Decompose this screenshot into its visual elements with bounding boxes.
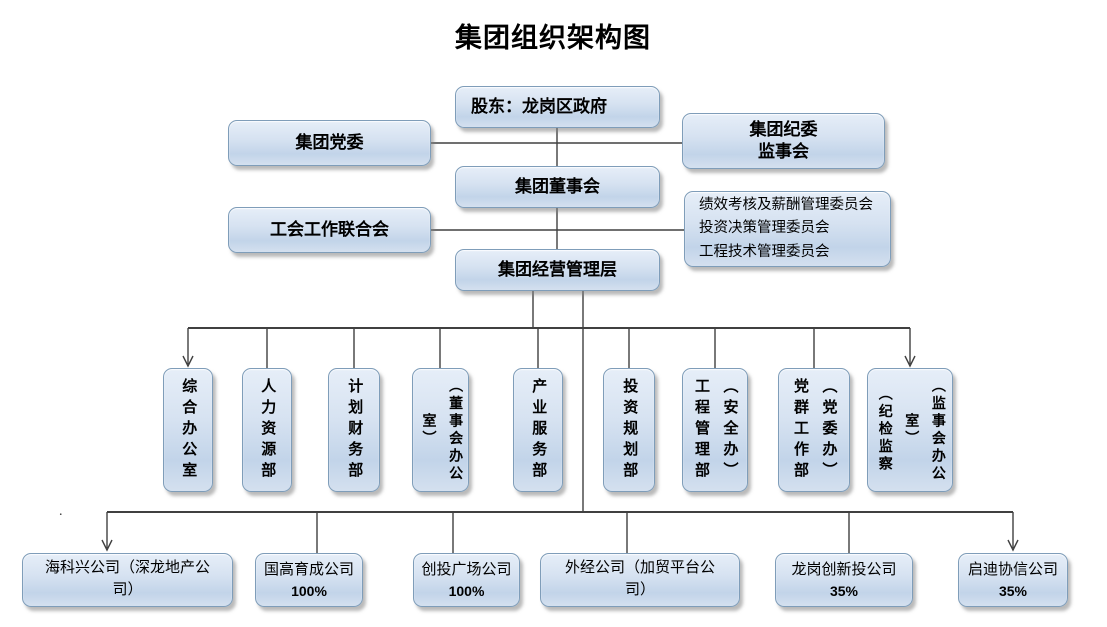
company-guogao-yucheng: 国高育成公司 100% — [255, 553, 363, 607]
management-committees-box: 绩效考核及薪酬管理委员会 投资决策管理委员会 工程技术管理委员会 — [684, 191, 891, 267]
company-name: 外经公司（加贸平台公 司） — [564, 560, 715, 598]
company-waijing: 外经公司（加贸平台公 司） — [540, 553, 740, 607]
company-ownership-pct: 100% — [291, 582, 327, 599]
company-name: 创投广场公司 — [421, 562, 512, 579]
dept-engineering-management-safety-office: 工程管理部 （安全办） — [682, 368, 748, 492]
dept-discipline-inspection-supervisory-office: （监事会办公 室） （纪检监察 — [867, 368, 953, 492]
union-federation-box: 工会工作联合会 — [228, 207, 431, 253]
dept-party-mass-work: 党群工作部 （党委办） — [778, 368, 850, 492]
company-ownership-pct: 35% — [998, 582, 1028, 599]
company-longgang-innovation-investment: 龙岗创新投公司 35% — [775, 553, 913, 607]
company-ownership-pct: 35% — [829, 582, 859, 599]
party-committee-box: 集团党委 — [228, 120, 431, 166]
dept-investment-planning: 投资规划部 — [603, 368, 655, 492]
operating-management-box: 集团经营管理层 — [455, 249, 660, 291]
board-of-directors-box: 集团董事会 — [455, 166, 660, 208]
dept-planning-finance: 计划财务部 — [328, 368, 380, 492]
discipline-committee-supervisory-board-box: 集团纪委 监事会 — [682, 113, 885, 169]
stray-dot: . — [59, 504, 63, 519]
dept-human-resources: 人力资源部 — [242, 368, 292, 492]
company-haikexing: 海科兴公司（深龙地产公 司） — [22, 553, 233, 607]
dept-general-office: 综合办公室 — [163, 368, 213, 492]
company-ownership-pct: 100% — [448, 582, 485, 599]
company-name: 龙岗创新投公司 — [791, 562, 897, 579]
dept-board-office: （董事会办公 室） — [412, 368, 469, 492]
company-chuangtou-plaza: 创投广场公司 100% — [413, 553, 520, 607]
company-name: 国高育成公司 — [263, 562, 354, 579]
company-qidi-xiexin: 启迪协信公司 35% — [958, 553, 1068, 607]
company-name: 海科兴公司（深龙地产公 司） — [44, 560, 210, 598]
shareholder-box: 股东：龙岗区政府 — [455, 86, 660, 128]
chart-title: 集团组织架构图 — [455, 23, 651, 53]
dept-industry-services: 产业服务部 — [513, 368, 563, 492]
company-name: 启迪协信公司 — [967, 562, 1058, 579]
